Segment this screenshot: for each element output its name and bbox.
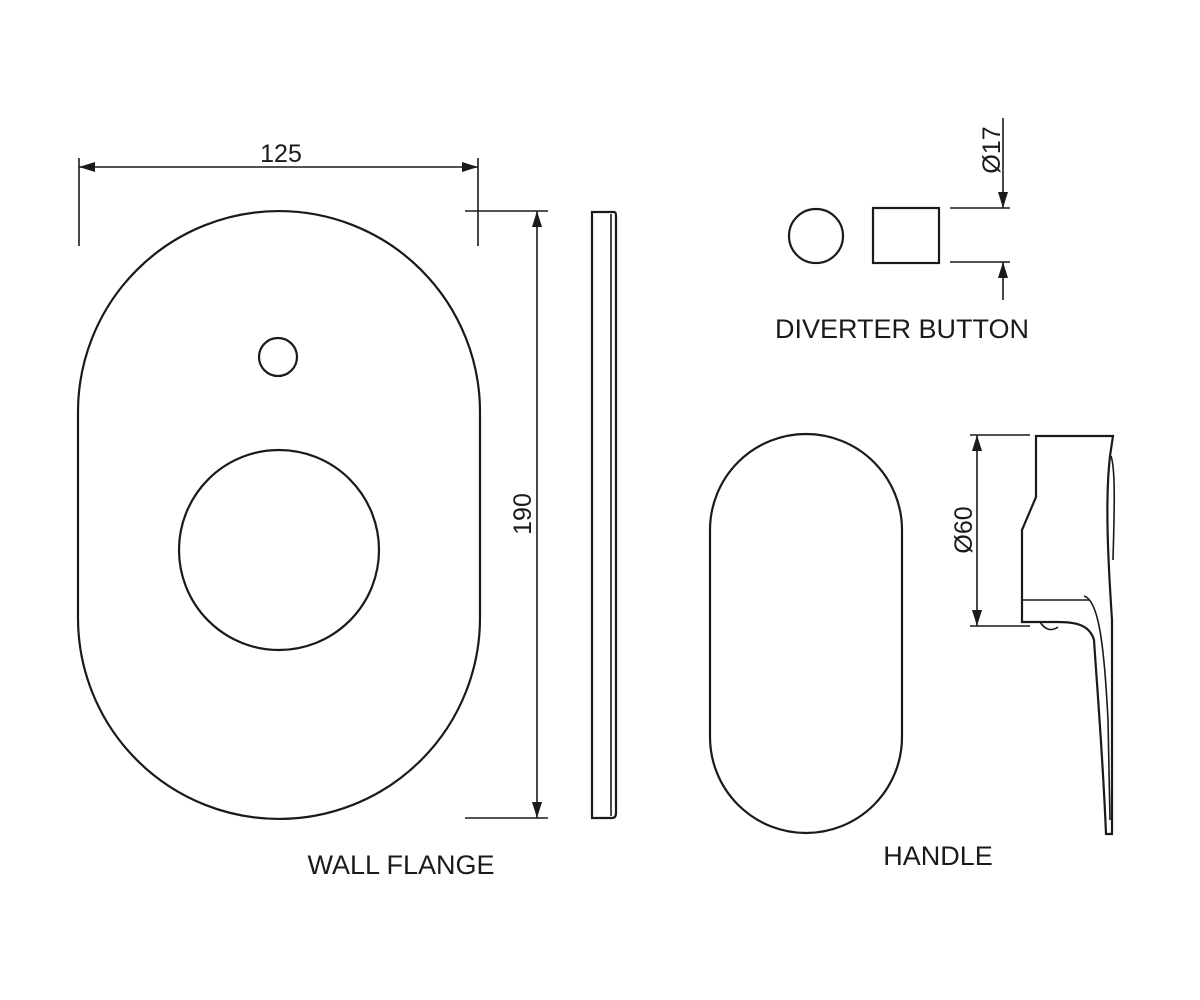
diverter-hole xyxy=(257,336,299,378)
cartridge-opening xyxy=(177,448,381,652)
diverter-button-label: DIVERTER BUTTON xyxy=(775,314,1029,344)
button-diameter-dimension: Ø17 xyxy=(950,118,1010,300)
flange-width-dimension: 125 xyxy=(78,140,479,246)
handle-label: HANDLE xyxy=(883,841,993,871)
handle-diameter-value: Ø60 xyxy=(950,506,978,553)
flange-height-dimension: 190 xyxy=(465,210,548,819)
wall-flange-outline xyxy=(76,209,482,821)
button-diameter-value: Ø17 xyxy=(978,126,1006,173)
flange-width-value: 125 xyxy=(260,140,302,168)
wall-flange-side-view xyxy=(590,210,618,820)
handle-front-view xyxy=(708,432,904,835)
diverter-button-side-view xyxy=(871,206,941,265)
diverter-button-front-view xyxy=(787,207,845,265)
diverter-button-face xyxy=(787,207,845,265)
wall-flange-front-view xyxy=(76,209,482,821)
wall-flange-label: WALL FLANGE xyxy=(307,850,494,880)
handle-side-view xyxy=(1020,434,1116,836)
handle-outline xyxy=(708,432,904,835)
flange-height-value: 190 xyxy=(509,493,537,535)
handle-diameter-dimension: Ø60 xyxy=(950,434,1030,627)
